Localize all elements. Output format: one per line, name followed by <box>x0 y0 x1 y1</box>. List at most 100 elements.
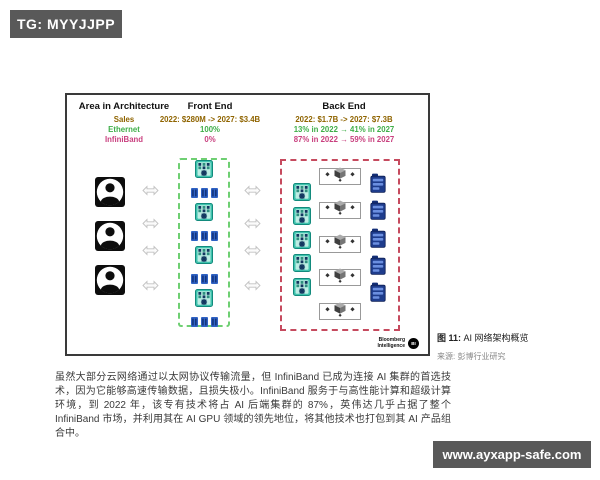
double-arrow-icon <box>142 243 159 256</box>
figure-caption: 图 11: AI 网络架构概览 来源: 彭博行业研究 <box>437 331 592 362</box>
double-arrow-svg <box>244 245 261 256</box>
double-arrow-icon <box>244 278 261 291</box>
front-end-box <box>178 158 230 327</box>
switch-chip-svg <box>293 206 311 225</box>
module-row <box>190 314 218 332</box>
module-svg <box>210 317 218 327</box>
module-row <box>190 271 218 289</box>
storage-server-icon <box>370 255 386 280</box>
module-icon <box>190 185 198 203</box>
figure-title-text: AI 网络架构概览 <box>461 333 529 343</box>
module-svg <box>190 274 198 284</box>
figure-ai-network-architecture: Area in Architecture Sales Ethernet Infi… <box>65 93 430 356</box>
switch-chip-svg <box>293 278 311 296</box>
module-svg <box>200 231 208 241</box>
switch-chip-svg <box>293 183 311 201</box>
legend-ethernet: Ethernet <box>108 125 140 134</box>
figure-source: 来源: 彭博行业研究 <box>437 352 506 361</box>
legend-infiniband: InfiniBand <box>104 135 144 144</box>
front-end-column-title: Front End <box>187 101 233 112</box>
gpu-cube-icon <box>324 167 356 187</box>
double-arrow-svg <box>244 218 261 229</box>
module-svg <box>210 274 218 284</box>
switch-chip-icon <box>293 278 311 301</box>
switch-chip-icon <box>293 206 311 230</box>
module-svg <box>190 231 198 241</box>
storage-server-svg <box>370 228 386 248</box>
gpu-node <box>319 167 361 187</box>
gpu-node <box>319 268 361 288</box>
module-row <box>190 228 218 246</box>
switch-chip-icon <box>293 254 311 277</box>
double-arrow-icon <box>244 243 261 256</box>
double-arrow-svg <box>142 218 159 229</box>
double-arrow-svg <box>142 245 159 256</box>
switch-chip-svg <box>195 289 213 307</box>
site-watermark: www.ayxapp-safe.com <box>433 441 591 468</box>
double-arrow-icon <box>244 183 261 196</box>
body-paragraph: 虽然大部分云网络通过以太网协议传输流量，但 InfiniBand 已成为连接 A… <box>55 372 451 439</box>
double-arrow-svg <box>244 280 261 291</box>
switch-chip-icon <box>195 289 213 312</box>
user-icon <box>95 177 125 207</box>
gpu-cube-icon <box>324 234 356 254</box>
module-icon <box>210 314 218 332</box>
gpu-cube-icon <box>324 200 356 220</box>
gpu-cube-icon <box>324 302 356 322</box>
module-svg <box>200 274 208 284</box>
gpu-cube-svg <box>325 167 355 182</box>
switch-chip-svg <box>293 254 311 273</box>
figure-number: 图 11: <box>437 333 462 343</box>
storage-server-icon <box>370 173 386 198</box>
storage-server-icon <box>370 228 386 253</box>
module-icon <box>200 314 208 332</box>
module-icon <box>210 228 218 246</box>
gpu-cube-svg <box>325 302 355 317</box>
architecture-column-title: Area in Architecture <box>78 101 170 112</box>
gpu-node <box>319 200 361 220</box>
switch-chip-icon <box>195 160 213 183</box>
module-svg <box>210 231 218 241</box>
switch-chip-svg <box>195 246 213 264</box>
module-svg <box>200 317 208 327</box>
front-end-node <box>190 246 218 289</box>
double-arrow-svg <box>142 185 159 196</box>
switch-chip-svg <box>293 230 311 249</box>
front-end-ethernet-value: 100% <box>200 125 220 134</box>
storage-server-icon <box>370 200 386 225</box>
switch-chip-icon <box>195 246 213 269</box>
bloomberg-logo: Bloomberg Intelligence BI <box>377 337 419 349</box>
back-end-switch-column <box>293 161 311 329</box>
double-arrow-icon <box>142 216 159 229</box>
back-end-column: Back End 2022: $1.7B -> 2027: $7.3B 13% … <box>275 101 413 145</box>
user-icon-svg <box>95 221 125 251</box>
module-icon <box>200 185 208 203</box>
gpu-node <box>319 302 361 322</box>
front-end-node <box>190 203 218 246</box>
back-end-column-title: Back End <box>322 101 366 112</box>
gpu-cube-icon <box>324 268 356 288</box>
front-end-infiniband-value: 0% <box>204 135 216 144</box>
module-row <box>190 185 218 203</box>
front-end-node <box>190 289 218 332</box>
module-icon <box>190 314 198 332</box>
module-svg <box>200 188 208 198</box>
module-icon <box>190 271 198 289</box>
gpu-cube-svg <box>325 200 355 216</box>
back-end-gpu-column <box>319 161 361 329</box>
switch-chip-icon <box>195 203 213 226</box>
user-icon <box>95 265 125 295</box>
gpu-cube-svg <box>325 268 355 283</box>
double-arrow-icon <box>244 216 261 229</box>
double-arrow-icon <box>142 278 159 291</box>
storage-server-svg <box>370 255 386 275</box>
gpu-cube-svg <box>325 234 355 249</box>
front-end-node <box>190 160 218 203</box>
switch-chip-icon <box>293 230 311 254</box>
back-end-sales-value: 2022: $1.7B -> 2027: $7.3B <box>295 115 393 124</box>
gpu-node <box>319 234 361 254</box>
storage-server-icon <box>370 282 386 307</box>
switch-chip-icon <box>293 183 311 206</box>
storage-server-svg <box>370 173 386 193</box>
